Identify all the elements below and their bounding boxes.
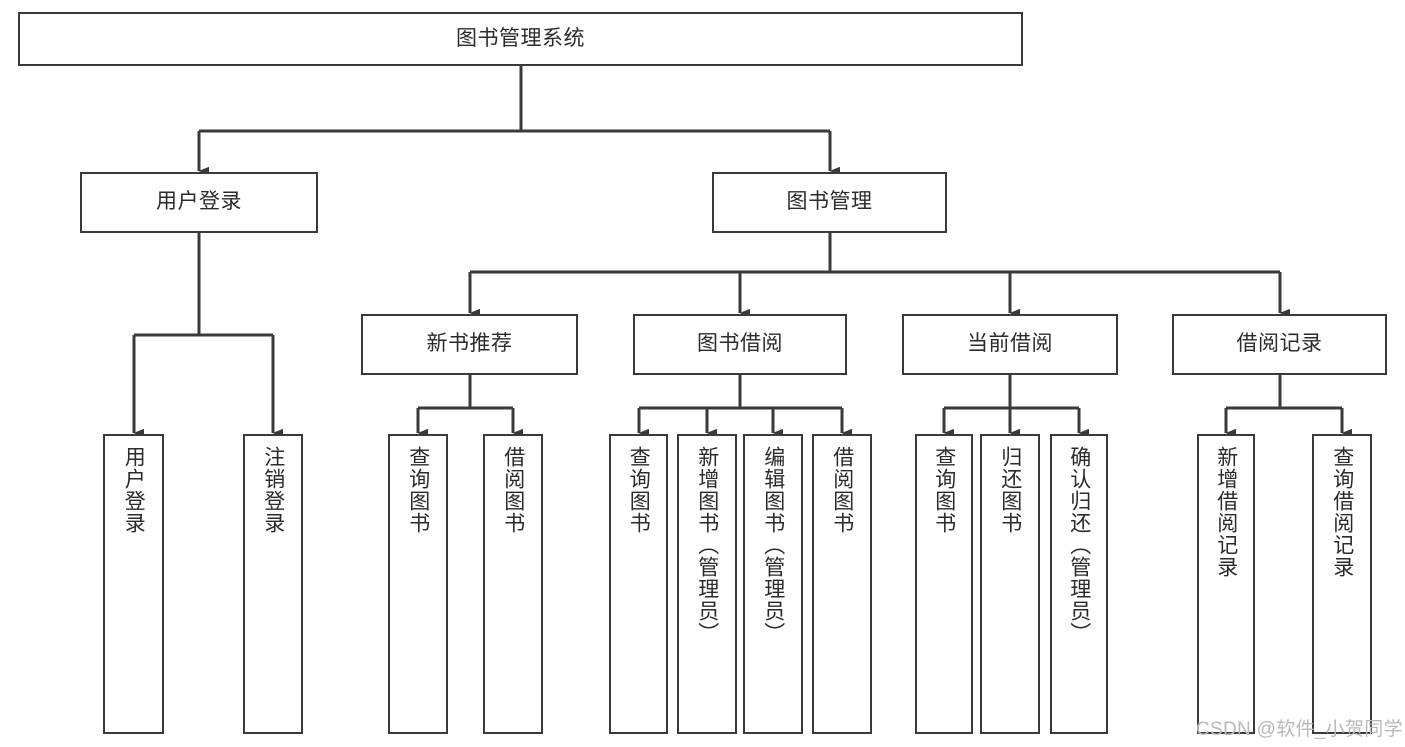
node-label-leaf-rec-add: 新增借阅记录 bbox=[1214, 446, 1238, 578]
csdn-watermark: CSDN @软件_小贺同学 bbox=[1196, 719, 1403, 740]
node-label-newbook: 新书推荐 bbox=[426, 332, 513, 356]
node-label-login: 用户登录 bbox=[156, 190, 242, 214]
node-newbook[interactable]: 新书推荐 bbox=[361, 314, 578, 375]
node-label-leaf-borrow-query: 查询图书 bbox=[627, 446, 651, 534]
node-leaf-borrow-query[interactable]: 查询图书 bbox=[609, 434, 668, 734]
node-label-leaf-cur-query: 查询图书 bbox=[932, 446, 956, 534]
node-label-leaf-rec-query: 查询借阅记录 bbox=[1330, 446, 1354, 578]
node-leaf-cur-confirm[interactable]: 确认归还（管理员） bbox=[1050, 434, 1108, 734]
node-label-root: 图书管理系统 bbox=[456, 26, 585, 50]
node-label-leaf-borrow-lend: 借阅图书 bbox=[830, 446, 854, 534]
node-leaf-new-borrow[interactable]: 借阅图书 bbox=[483, 434, 543, 734]
node-label-leaf-user-logout: 注销登录 bbox=[261, 446, 285, 534]
node-leaf-new-query[interactable]: 查询图书 bbox=[388, 434, 448, 734]
node-current[interactable]: 当前借阅 bbox=[902, 314, 1118, 375]
node-label-leaf-cur-return: 归还图书 bbox=[998, 446, 1022, 534]
node-label-leaf-user-login: 用户登录 bbox=[122, 446, 146, 534]
node-leaf-borrow-add[interactable]: 新增图书（管理员） bbox=[677, 434, 737, 734]
node-root[interactable]: 图书管理系统 bbox=[18, 12, 1023, 66]
node-label-leaf-cur-confirm: 确认归还（管理员） bbox=[1067, 446, 1091, 644]
node-label-bookmgmt: 图书管理 bbox=[786, 190, 873, 214]
node-label-current: 当前借阅 bbox=[967, 332, 1053, 356]
node-label-leaf-new-query: 查询图书 bbox=[406, 446, 430, 534]
node-records[interactable]: 借阅记录 bbox=[1172, 314, 1387, 375]
node-label-borrow: 图书借阅 bbox=[697, 332, 783, 356]
node-label-leaf-new-borrow: 借阅图书 bbox=[501, 446, 525, 534]
node-leaf-borrow-edit[interactable]: 编辑图书（管理员） bbox=[743, 434, 803, 734]
node-leaf-rec-query[interactable]: 查询借阅记录 bbox=[1312, 434, 1372, 734]
node-borrow[interactable]: 图书借阅 bbox=[633, 314, 847, 375]
node-leaf-borrow-lend[interactable]: 借阅图书 bbox=[812, 434, 872, 734]
node-leaf-cur-return[interactable]: 归还图书 bbox=[980, 434, 1040, 734]
node-label-leaf-borrow-add: 新增图书（管理员） bbox=[695, 446, 719, 644]
node-leaf-rec-add[interactable]: 新增借阅记录 bbox=[1197, 434, 1255, 734]
node-label-records: 借阅记录 bbox=[1236, 332, 1323, 356]
node-label-leaf-borrow-edit: 编辑图书（管理员） bbox=[761, 446, 785, 644]
node-leaf-user-logout[interactable]: 注销登录 bbox=[243, 434, 303, 734]
node-bookmgmt[interactable]: 图书管理 bbox=[712, 172, 947, 233]
node-leaf-cur-query[interactable]: 查询图书 bbox=[915, 434, 973, 734]
node-leaf-user-login[interactable]: 用户登录 bbox=[103, 434, 164, 734]
node-login[interactable]: 用户登录 bbox=[80, 172, 318, 233]
